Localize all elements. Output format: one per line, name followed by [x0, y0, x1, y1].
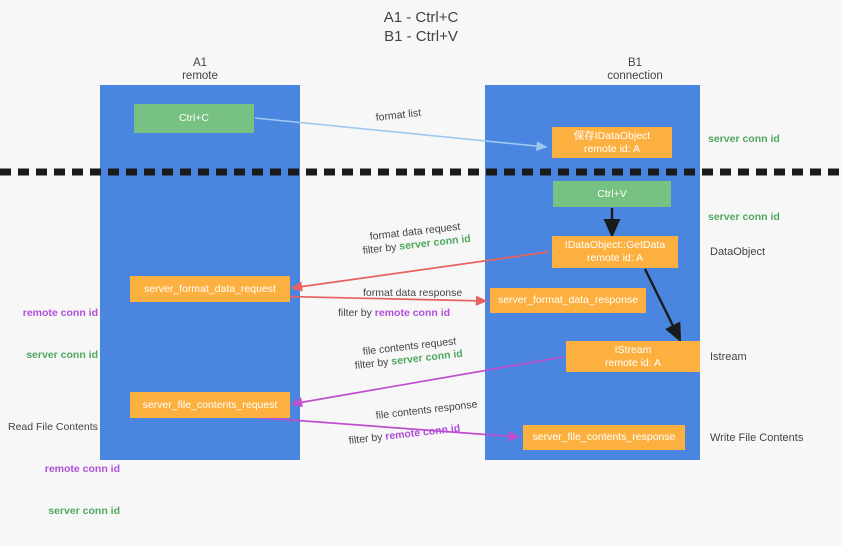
filter-prefix: filter by	[338, 307, 375, 319]
left-label-read-file-contents-group: Read File Contents remote conn id server…	[8, 392, 120, 546]
arrow-label-file-contents-response: file contents response	[375, 398, 478, 422]
filter-prefix: filter by	[362, 240, 401, 257]
right-label-server-conn-id-top: server conn id	[708, 133, 780, 145]
page-title: A1 - Ctrl+C B1 - Ctrl+V	[383, 9, 459, 45]
filter-prefix: filter by	[354, 355, 393, 372]
left-label-server-conn-id-2: server conn id	[48, 505, 120, 517]
right-label-server-conn-id-mid: server conn id	[708, 211, 780, 223]
arrow-label-format-data-response: format data response	[363, 287, 463, 299]
filter-value-remote-conn-id: remote conn id	[374, 307, 451, 319]
arrow-label-format-list: format list	[375, 106, 422, 124]
arrow-label-format-data-response-filter: filter by remote conn id	[338, 306, 450, 320]
left-label-conn-ids-top: remote conn id server conn id	[10, 278, 98, 390]
box-idataobject-getdata[interactable]: IDataObject::GetData remote id: A	[552, 236, 678, 268]
lane-header-b1: B1 connection	[607, 57, 663, 82]
box-ctrl-c[interactable]: Ctrl+C	[134, 104, 254, 133]
left-label-remote-conn-id-2: remote conn id	[44, 463, 120, 475]
box-istream[interactable]: IStream remote id: A	[566, 341, 700, 372]
lane-header-a1: A1 remote	[182, 57, 218, 82]
box-server-file-contents-response[interactable]: server_file_contents_response	[523, 425, 685, 450]
box-server-format-data-response[interactable]: server_format_data_response	[490, 288, 646, 313]
box-server-file-contents-request[interactable]: server_file_contents_request	[130, 392, 290, 418]
right-label-istream: Istream	[710, 351, 747, 363]
left-label-server-conn-id-1: server conn id	[26, 349, 98, 361]
right-label-write-file-contents: Write File Contents	[710, 432, 804, 444]
box-save-idataobject[interactable]: 保存IDataObject remote id: A	[552, 127, 672, 158]
left-label-read-file-contents: Read File Contents	[8, 421, 98, 433]
left-label-remote-conn-id-1: remote conn id	[22, 307, 98, 319]
arrow-label-file-contents-response-filter: filter by remote conn id	[348, 421, 461, 448]
filter-prefix: filter by	[348, 430, 387, 447]
diagram-canvas: A1 - Ctrl+C B1 - Ctrl+V A1 remote B1 con…	[0, 9, 842, 517]
filter-value-remote-conn-id: remote conn id	[384, 422, 461, 443]
box-ctrl-v[interactable]: Ctrl+V	[553, 181, 671, 207]
right-label-data-object: DataObject	[710, 246, 766, 258]
box-server-format-data-request[interactable]: server_format_data_request	[130, 276, 290, 302]
